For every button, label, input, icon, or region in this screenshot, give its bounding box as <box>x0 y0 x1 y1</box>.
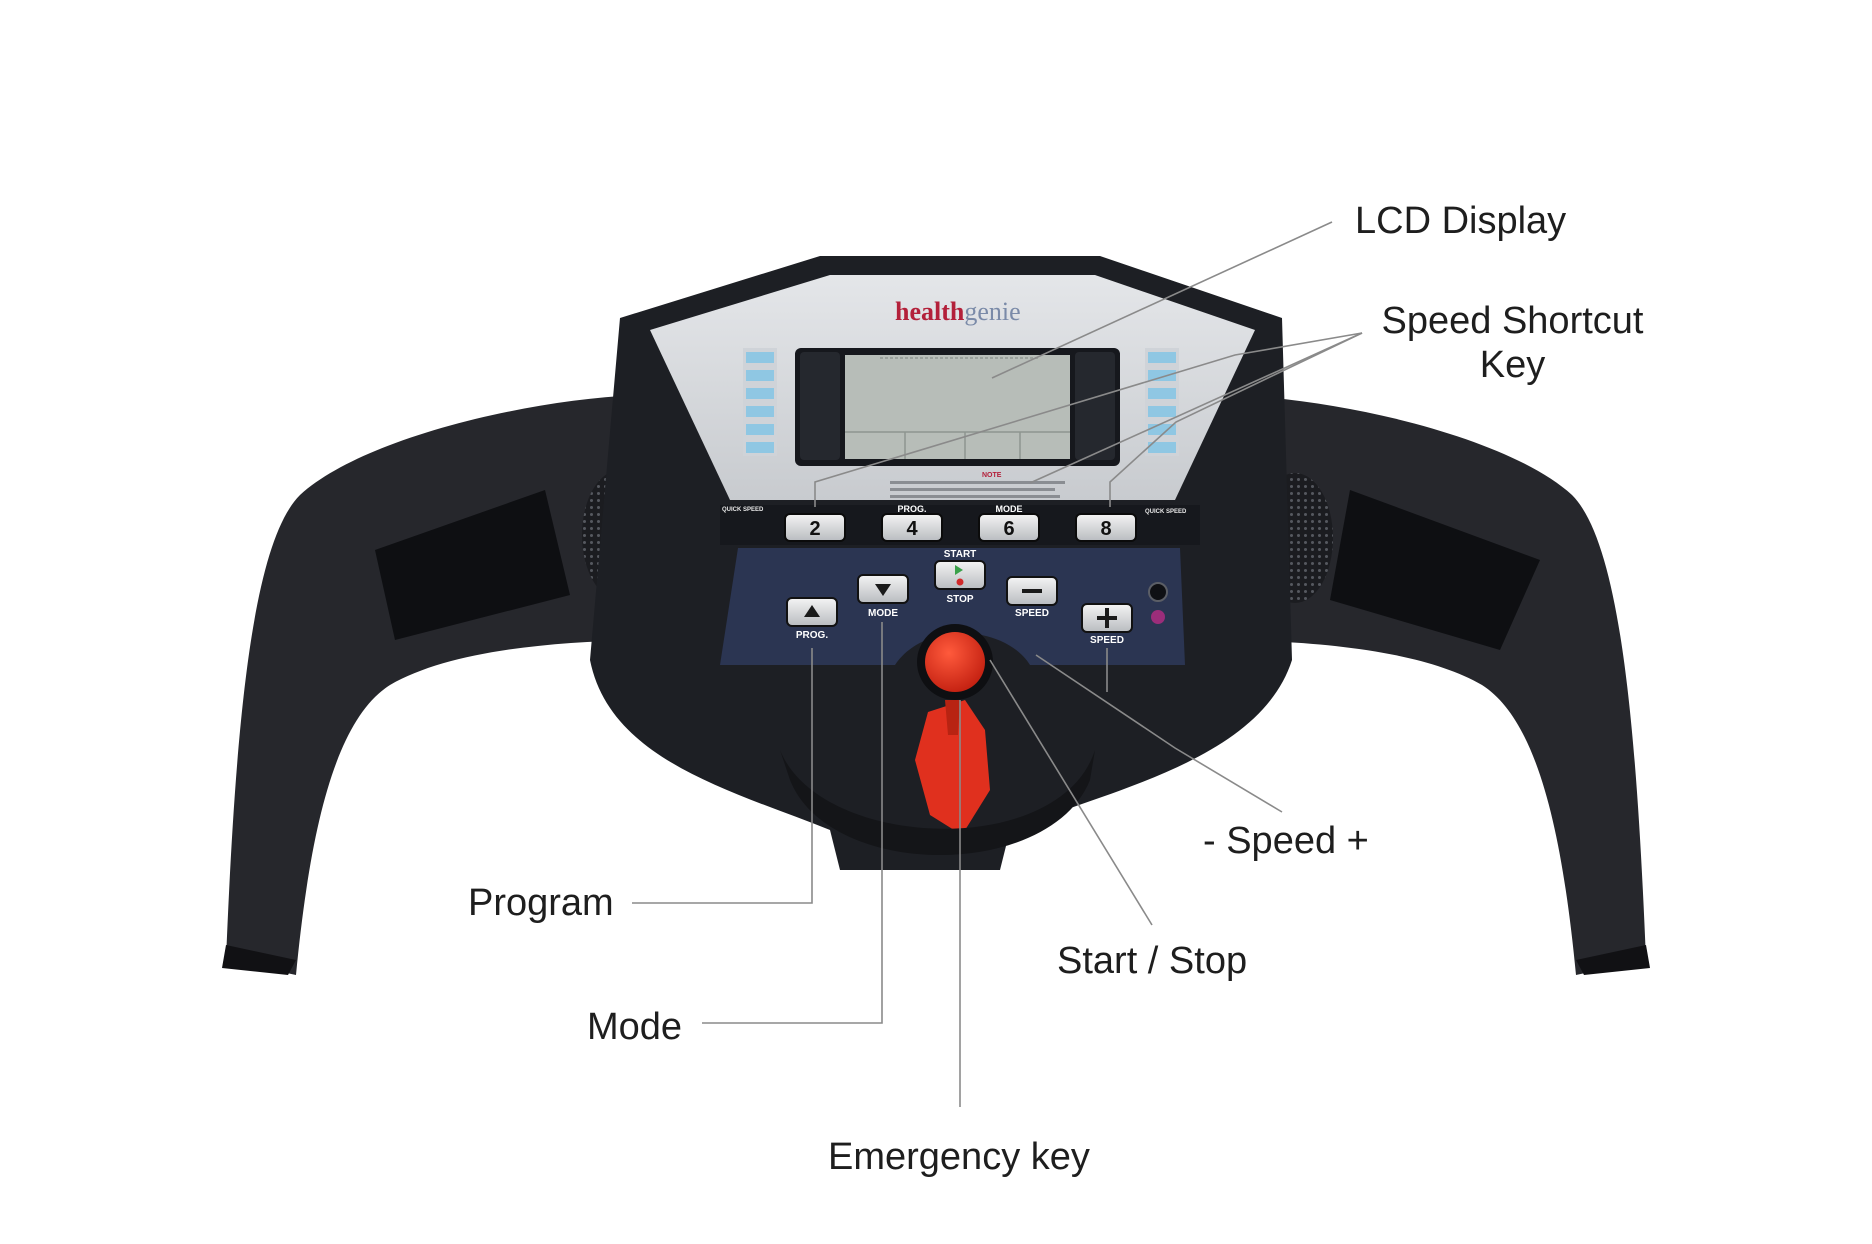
brand-logo: healthgenie <box>895 297 1021 326</box>
left-program-icons <box>743 348 777 456</box>
speed-plus-caption: SPEED <box>1090 635 1124 646</box>
emergency-key[interactable] <box>915 624 993 835</box>
safety-note: NOTE <box>890 472 1065 498</box>
button-panel <box>720 548 1185 665</box>
svg-text:NOTE: NOTE <box>982 472 1002 479</box>
speed-shortcut-key-label: 2 <box>809 518 820 540</box>
speed-shortcut-key-2[interactable]: 2 <box>784 513 846 542</box>
stop-caption: STOP <box>946 594 973 605</box>
callout-line-mode <box>702 622 883 1024</box>
quick-speed-caption-right: QUICK SPEED <box>1145 509 1187 515</box>
speed-shortcut-key-caption: PROG. <box>897 504 926 514</box>
minus-icon <box>1022 589 1042 593</box>
speed-shortcut-key-4[interactable]: 4 <box>881 513 943 542</box>
quick-speed-caption-left: QUICK SPEED <box>722 507 764 513</box>
right-grip-recess <box>1330 490 1540 650</box>
speed-shortcut-key-label: 8 <box>1100 518 1111 540</box>
speed-shortcut-key-label: 4 <box>906 518 918 540</box>
speed-shortcut-key-caption: MODE <box>996 504 1023 514</box>
callout-line-lcd <box>991 221 1333 379</box>
callout-label-lcd-display: LCD Display <box>1355 200 1567 242</box>
callout-label-emergency-key: Emergency key <box>828 1136 1090 1178</box>
play-icon <box>955 565 963 575</box>
program-button-caption: PROG. <box>796 630 828 641</box>
speed-minus-caption: SPEED <box>1015 608 1049 619</box>
plus-icon <box>1097 608 1117 628</box>
callout-line-speed <box>1035 654 1283 813</box>
audio-jack-icon <box>1148 582 1168 624</box>
left-grip-recess <box>375 490 570 640</box>
speed-shortcut-key-label: 6 <box>1003 518 1014 540</box>
callout-label-speed-shortcut: Speed Shortcut Key <box>1375 300 1650 387</box>
speed-shortcut-key-8[interactable]: 8 <box>1075 513 1137 542</box>
callout-lines <box>632 221 1363 1107</box>
console-lower-body <box>780 750 1095 855</box>
speed-shortcut-keys: 2 4 PROG. 6 MODE 8 <box>784 504 1137 542</box>
mode-button-caption: MODE <box>868 608 898 619</box>
callout-line-program <box>632 648 813 904</box>
callout-label-start-stop: Start / Stop <box>1057 940 1248 982</box>
triangle-up-icon <box>804 605 820 617</box>
callout-label-mode: Mode <box>587 1006 683 1048</box>
start-stop-button[interactable] <box>934 560 986 590</box>
triangle-down-icon <box>875 584 891 596</box>
program-button[interactable] <box>786 597 838 627</box>
mode-button[interactable] <box>857 574 909 604</box>
callout-line-speed-shortcut-2 <box>1029 332 1363 484</box>
lcd-display <box>795 348 1120 466</box>
callout-line-speed-shortcut-1 <box>814 332 1363 507</box>
callout-label-speed-shortcut-line1: Speed Shortcut <box>1381 300 1644 342</box>
speed-shortcut-key-6[interactable]: 6 <box>978 513 1040 542</box>
callout-label-speed-shortcut-line2: Key <box>1479 343 1546 386</box>
start-caption: START <box>944 549 977 560</box>
safety-clip-cord <box>915 700 990 835</box>
callout-label-speed: - Speed + <box>1203 820 1369 862</box>
stop-dot-icon <box>956 578 964 586</box>
speed-minus-button[interactable] <box>1006 576 1058 606</box>
speed-plus-button[interactable] <box>1081 603 1133 633</box>
right-program-icons <box>1145 348 1179 456</box>
callout-line-speed-shortcut-3 <box>1109 332 1363 507</box>
callout-label-program: Program <box>468 882 614 924</box>
callout-line-start-stop <box>989 659 1153 926</box>
